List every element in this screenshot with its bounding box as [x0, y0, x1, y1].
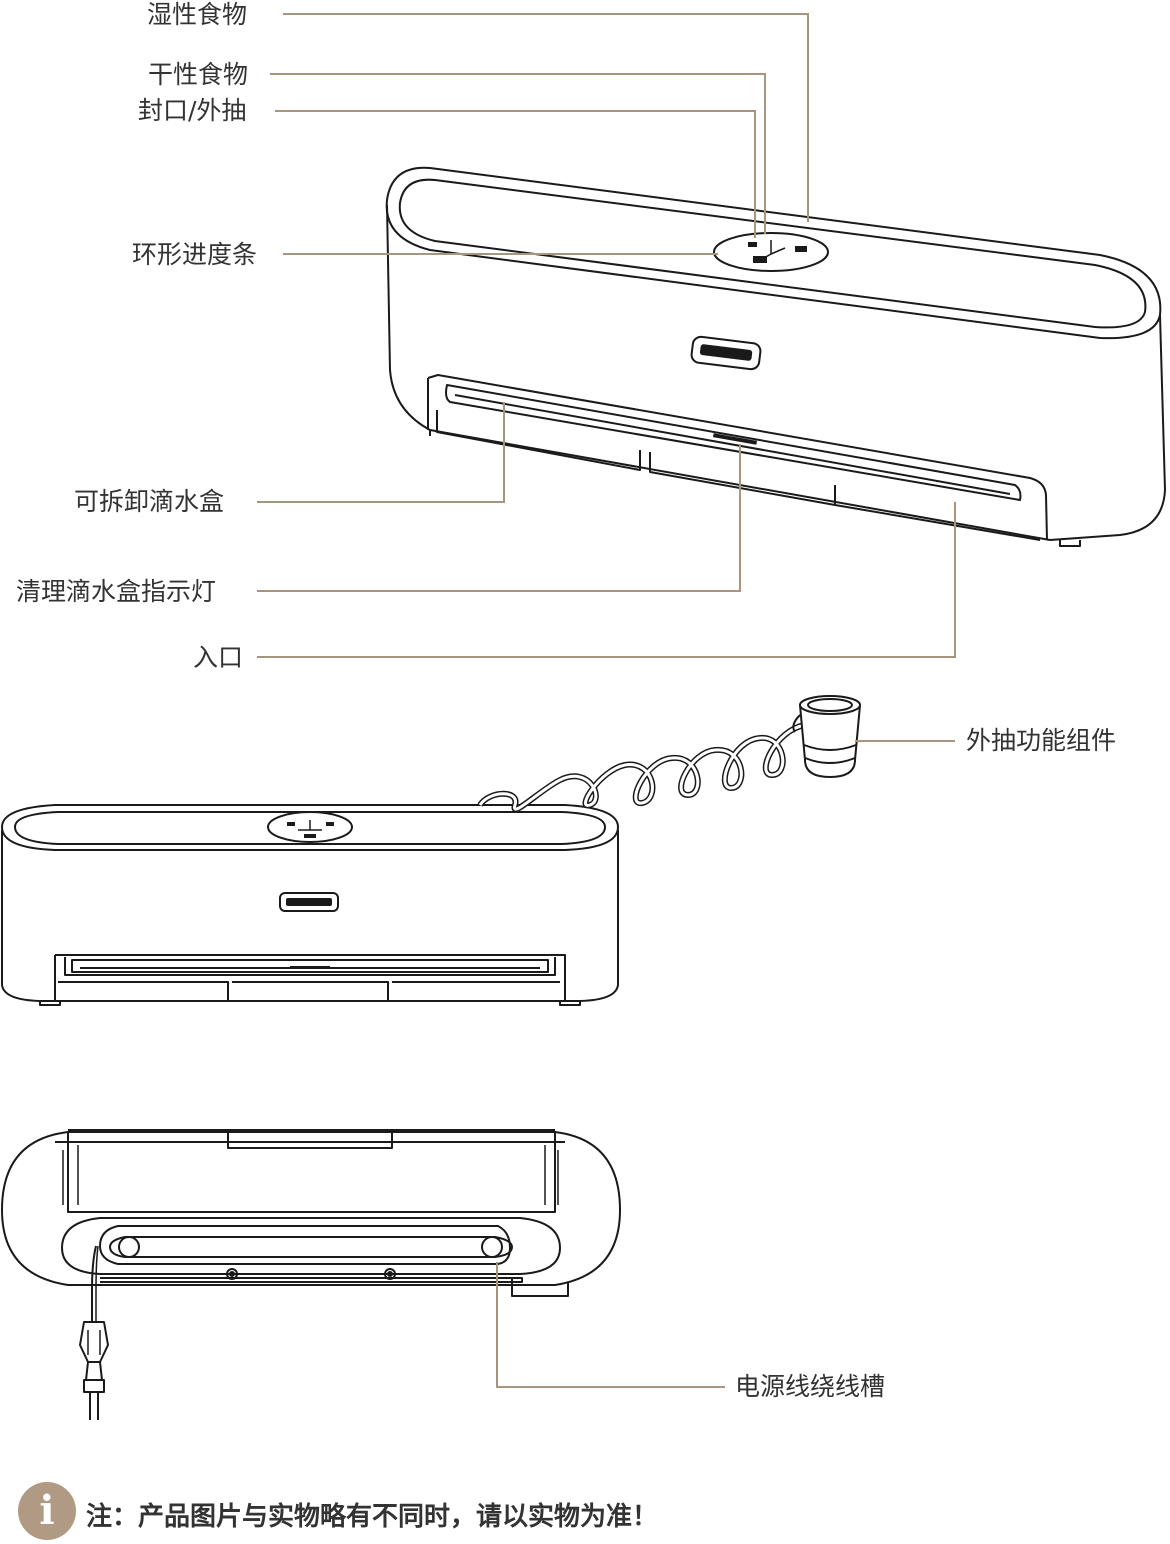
- bottom-view: [1, 1129, 621, 1420]
- main-device-view: [385, 166, 1166, 547]
- leader-clean-indicator: [257, 444, 741, 592]
- leader-inlet: [257, 502, 956, 658]
- info-icon: i: [18, 1482, 76, 1540]
- label-extract-accessory: 外抽功能组件: [966, 726, 1117, 755]
- label-seal-extract: 封口/外抽: [138, 96, 247, 125]
- front-view-with-hose: [1, 695, 861, 1006]
- leader-wet-food: [283, 13, 809, 222]
- label-wet-food: 湿性食物: [147, 0, 248, 29]
- note: i 注：产品图片与实物略有不同时，请以实物为准！: [18, 1482, 1118, 1544]
- label-clean-indicator: 清理滴水盒指示灯: [16, 577, 217, 606]
- label-dry-food: 干性食物: [148, 60, 249, 89]
- leader-dry-food: [270, 73, 766, 234]
- leader-seal-extract: [275, 110, 756, 238]
- label-drip-tray: 可拆卸滴水盒: [74, 487, 225, 516]
- leader-cord-groove: [496, 1262, 725, 1388]
- extract-accessory-cup: [792, 695, 861, 778]
- label-inlet: 入口: [193, 643, 244, 672]
- label-cord-groove: 电源线绕线槽: [735, 1372, 886, 1401]
- leader-drip-tray: [257, 402, 505, 503]
- note-text: 注：产品图片与实物略有不同时，请以实物为准！: [86, 1502, 659, 1532]
- label-ring-progress: 环形进度条: [132, 240, 258, 269]
- leader-lines: [257, 13, 956, 1388]
